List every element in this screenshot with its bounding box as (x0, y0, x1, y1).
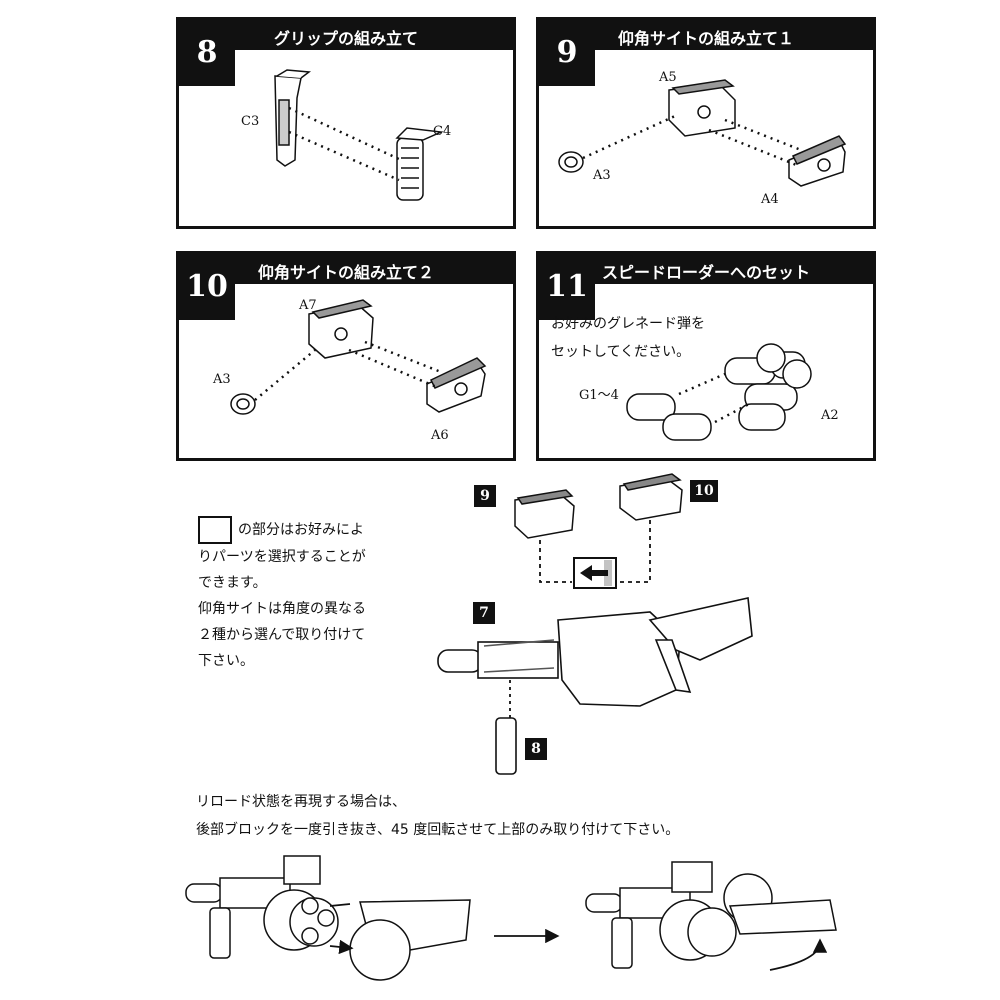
part-label-a6: A6 (431, 428, 449, 443)
step-11-drawing (626, 343, 812, 441)
reload-instruction-1: リロード状態を再現する場合は、 (196, 794, 406, 810)
choice-arrow-icon (198, 516, 232, 544)
part-label-g1-4: G1～4 (579, 388, 619, 403)
part-label-a3-step10: A3 (213, 372, 231, 387)
step-10-title: 仰角サイトの組み立て２ (257, 263, 434, 282)
option-note-line-5: ２種から選んで取り付けて (198, 627, 366, 643)
part-label-a4: A4 (761, 192, 779, 207)
step-11-instruction-2: セットしてください。 (551, 344, 691, 360)
step-10-panel: 仰角サイトの組み立て２ 10 A7 A3 A6 (176, 251, 516, 461)
step-11-title: スピードローダーへのセット (601, 263, 810, 282)
step-8-number: 8 (179, 20, 235, 86)
option-note-line-6: 下さい。 (198, 653, 254, 669)
tag-step-10: 10 (690, 480, 718, 502)
step-9-drawing (558, 79, 847, 187)
step-9-title: 仰角サイトの組み立て１ (617, 29, 794, 48)
step-9-number: 9 (539, 20, 595, 86)
step-8-panel: グリップの組み立て 8 C3 C4 (176, 17, 516, 229)
part-label-a2: A2 (821, 408, 839, 423)
option-note: の部分はお好みによ りパーツを選択することが できます。 仰角サイトは角度の異な… (198, 516, 366, 674)
part-label-a7: A7 (299, 298, 317, 313)
option-note-line-2: りパーツを選択することが (198, 549, 366, 565)
tag-step-7: 7 (473, 602, 495, 624)
step-8-drawing (274, 69, 444, 201)
option-note-line-1: の部分はお好みによ (198, 516, 366, 544)
step-11-number: 11 (539, 254, 595, 320)
reload-instruction-2: 後部ブロックを一度引き抜き、45 度回転させて上部のみ取り付けて下さい。 (196, 822, 680, 838)
step-10-number: 10 (179, 254, 235, 320)
part-label-c3: C3 (241, 114, 260, 129)
part-label-a3: A3 (593, 168, 611, 183)
option-note-line-4: 仰角サイトは角度の異なる (198, 601, 366, 617)
step-9-panel: 仰角サイトの組み立て１ 9 A5 A3 A4 (536, 17, 876, 229)
option-note-line-3: できます。 (198, 575, 267, 591)
part-label-c4: C4 (433, 124, 452, 139)
step-10-drawing (230, 299, 487, 415)
tag-step-8: 8 (525, 738, 547, 760)
step-11-panel: スピードローダーへのセット 11 お好みのグレネード弾を セットしてください。 … (536, 251, 876, 461)
step-8-title: グリップの組み立て (273, 29, 418, 48)
step-11-instruction-1: お好みのグレネード弾を (551, 316, 705, 332)
tag-step-9: 9 (474, 485, 496, 507)
part-label-a5: A5 (659, 70, 677, 85)
